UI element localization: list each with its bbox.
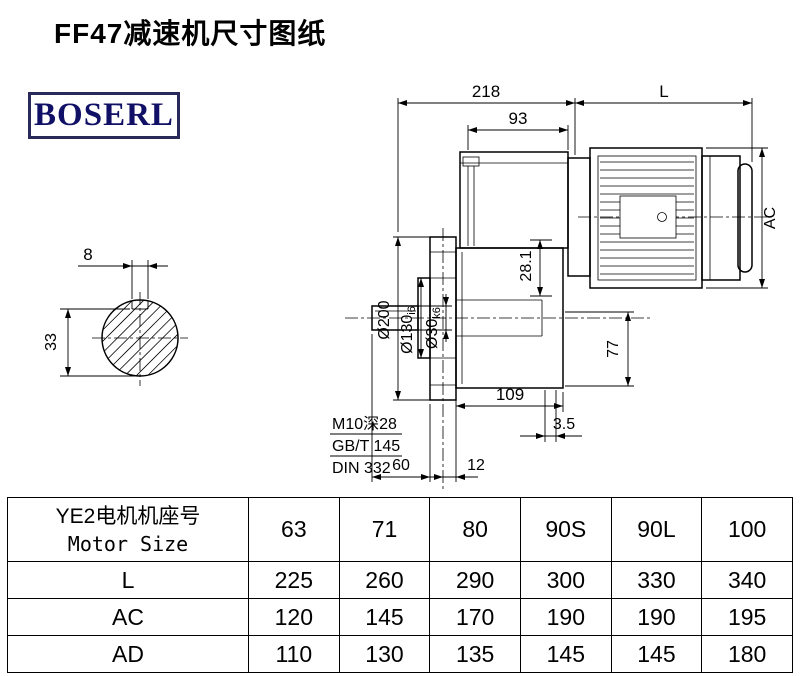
dim-keyway-width: 8 bbox=[78, 245, 168, 299]
page-title: FF47减速机尺寸图纸 bbox=[54, 18, 327, 49]
cell-AD-71: 130 bbox=[338, 635, 431, 673]
dim-L-label: L bbox=[659, 82, 668, 101]
cell-AD-90S: 145 bbox=[519, 635, 612, 673]
cell-AD-80: 135 bbox=[429, 635, 521, 673]
thread-spec-label: M10深28 bbox=[332, 415, 397, 433]
shaft-section-view bbox=[101, 299, 179, 377]
cell-AC-90S: 190 bbox=[519, 598, 612, 636]
boserl-logo-text: BOSERL bbox=[34, 97, 174, 133]
cell-AD-100: 180 bbox=[701, 635, 793, 673]
dim-281: 28.1 bbox=[518, 239, 552, 297]
row-label-AC: AC bbox=[7, 598, 249, 636]
cell-L-90L: 330 bbox=[610, 561, 703, 599]
dim-109-label: 109 bbox=[496, 385, 524, 404]
cell-L-100: 340 bbox=[701, 561, 793, 599]
dim-d30-label: Ø30k6 bbox=[424, 307, 443, 349]
dim-218-label: 218 bbox=[472, 82, 500, 101]
motor-size-table: YE2电机机座号 Motor Size 63 71 80 90S 90L 100… bbox=[7, 497, 793, 673]
dim-L: L bbox=[575, 82, 753, 162]
dim-d30-value: Ø30 bbox=[424, 319, 441, 349]
table-header-row: YE2电机机座号 Motor Size 63 71 80 90S 90L 100 bbox=[7, 497, 793, 562]
size-col-71: 71 bbox=[338, 497, 431, 562]
cell-AC-80: 170 bbox=[429, 598, 521, 636]
dim-d130: Ø130i6 bbox=[399, 278, 424, 358]
dim-8-label: 8 bbox=[83, 245, 92, 264]
dim-35: 3.5 bbox=[520, 390, 582, 442]
cell-AC-63: 120 bbox=[248, 598, 340, 636]
dim-33-label: 33 bbox=[43, 333, 60, 351]
motor-size-label-en: Motor Size bbox=[67, 531, 189, 556]
dim-77-label: 77 bbox=[605, 340, 622, 358]
dim-77: 77 bbox=[565, 311, 634, 387]
motor-size-header-cell: YE2电机机座号 Motor Size bbox=[7, 497, 249, 562]
cell-L-71: 260 bbox=[338, 561, 431, 599]
gearbox-outline bbox=[371, 151, 569, 401]
size-col-100: 100 bbox=[701, 497, 793, 562]
cell-AC-90L: 190 bbox=[610, 598, 703, 636]
size-col-80: 80 bbox=[429, 497, 521, 562]
dim-AC: AC bbox=[706, 147, 779, 289]
dim-60-12: 60 12 bbox=[371, 334, 485, 482]
thread-spec: M10深28 GB/T 145 DIN 332 bbox=[330, 415, 402, 477]
dim-d130-label: Ø130i6 bbox=[399, 306, 418, 354]
dim-d130-tolerance: i6 bbox=[406, 306, 418, 315]
cell-L-90S: 300 bbox=[519, 561, 612, 599]
thread-standard-gb-label: GB/T 145 bbox=[332, 438, 400, 455]
cell-AC-100: 195 bbox=[701, 598, 793, 636]
cell-AC-71: 145 bbox=[338, 598, 431, 636]
row-label-AD: AD bbox=[7, 635, 249, 673]
row-label-L: L bbox=[7, 561, 249, 599]
dim-keyway-height: 33 bbox=[43, 308, 140, 377]
dim-d30: Ø30k6 bbox=[418, 294, 452, 349]
dim-93-label: 93 bbox=[509, 109, 528, 128]
table-row-AC: AC 120 145 170 190 190 195 bbox=[7, 598, 793, 636]
dim-d200-label: Ø200 bbox=[376, 300, 393, 339]
size-col-63: 63 bbox=[248, 497, 340, 562]
dim-218: 218 bbox=[397, 82, 576, 232]
size-col-90L: 90L bbox=[610, 497, 703, 562]
dim-AC-label: AC bbox=[762, 207, 779, 229]
dim-281-label: 28.1 bbox=[518, 250, 535, 281]
dim-60-label: 60 bbox=[392, 457, 410, 474]
dim-d130-value: Ø130 bbox=[399, 315, 416, 354]
motor-size-label-cn: YE2电机机座号 bbox=[55, 505, 201, 529]
table-row-L: L 225 260 290 300 330 340 bbox=[7, 561, 793, 599]
dim-d200: Ø200 bbox=[376, 236, 430, 401]
dimension-drawing: 8 33 bbox=[43, 82, 779, 492]
motor-outline bbox=[567, 147, 753, 289]
size-col-90S: 90S bbox=[519, 497, 612, 562]
dim-93: 93 bbox=[467, 109, 569, 150]
dim-d30-tolerance: k6 bbox=[431, 307, 443, 319]
cell-AD-90L: 145 bbox=[610, 635, 703, 673]
cell-L-63: 225 bbox=[248, 561, 340, 599]
boserl-logo: BOSERL bbox=[28, 92, 180, 139]
table-row-AD: AD 110 130 135 145 145 180 bbox=[7, 635, 793, 673]
cell-L-80: 290 bbox=[429, 561, 521, 599]
dim-35-label: 3.5 bbox=[553, 416, 575, 433]
dim-12-label: 12 bbox=[467, 457, 485, 474]
cell-AD-63: 110 bbox=[248, 635, 340, 673]
thread-standard-din-label: DIN 332 bbox=[332, 460, 391, 477]
